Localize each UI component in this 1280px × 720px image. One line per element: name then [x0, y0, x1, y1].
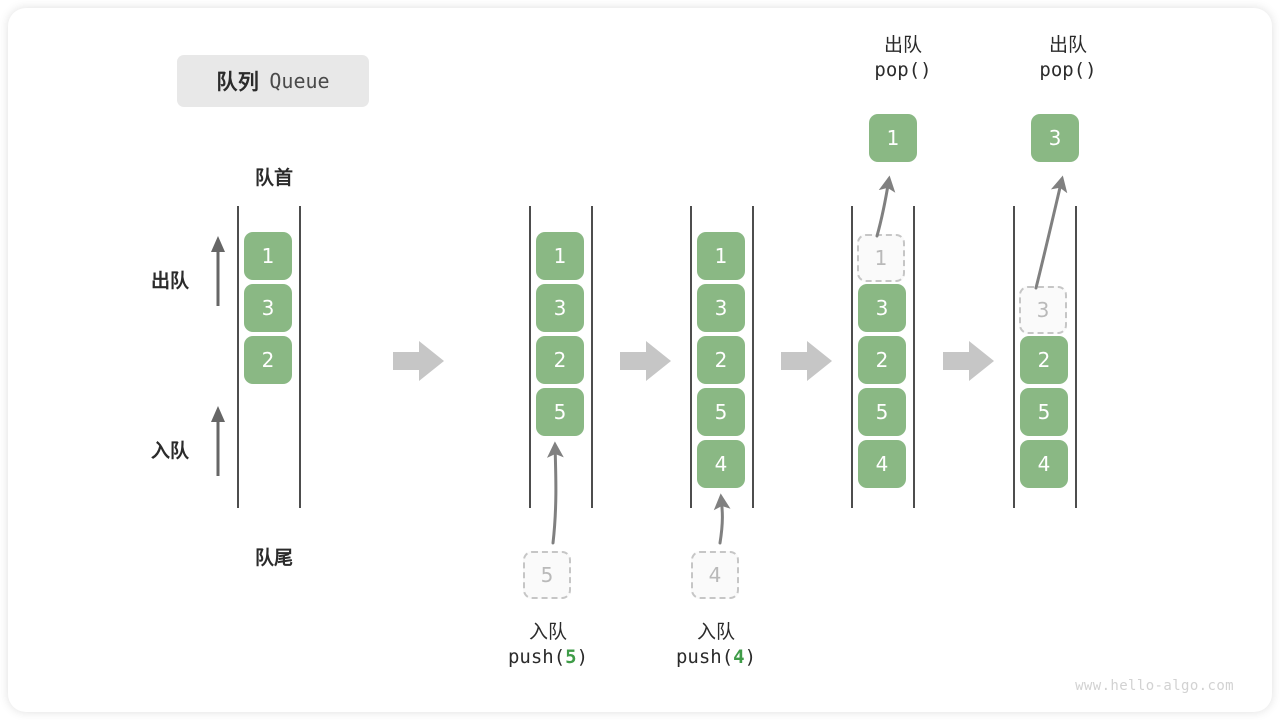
caption-code: pop(): [1039, 59, 1097, 82]
queue-item: 1: [536, 232, 584, 280]
ghost-box-push-4: 4: [691, 551, 739, 599]
queue-rail-left-5: [1013, 206, 1015, 508]
caption-code: pop(): [874, 59, 932, 82]
popped-box-3: 3: [1031, 114, 1079, 162]
queue-item: 2: [244, 336, 292, 384]
caption-pop-3: 出队 pop(): [978, 33, 1158, 83]
title-en: Queue: [269, 69, 330, 93]
queue-item: 2: [858, 336, 906, 384]
queue-item: 1: [697, 232, 745, 280]
push-4-arrow-icon: [713, 493, 731, 545]
transition-arrow-icon-1: [393, 341, 444, 381]
caption-push-4: 入队 push(4): [626, 620, 806, 670]
queue-item: 3: [858, 284, 906, 332]
ghost-box-pop-1: 1: [857, 234, 905, 282]
pop-1-arrow-icon: [875, 175, 896, 238]
queue-rail-right-2: [591, 206, 593, 508]
queue-item-new: 4: [697, 440, 745, 488]
push-5-arrow-icon: [546, 441, 564, 545]
watermark: www.hello-algo.com: [1075, 678, 1234, 694]
popped-box-1: 1: [869, 114, 917, 162]
queue-rail-left-3: [690, 206, 692, 508]
queue-rail-left-1: [237, 206, 239, 508]
transition-arrow-icon-4: [943, 341, 994, 381]
title-cn: 队列: [216, 71, 260, 94]
queue-rail-right-5: [1075, 206, 1077, 508]
caption-code-prefix: push(: [675, 646, 734, 669]
arrows-overlay: [211, 175, 1068, 545]
pop-3-arrow-icon: [1034, 175, 1068, 290]
caption-code-prefix: push(: [507, 646, 566, 669]
transition-arrow-icon-3: [781, 341, 832, 381]
caption-cn: 出队: [1048, 35, 1087, 56]
title-badge: 队列 Queue: [177, 55, 369, 107]
queue-item: 2: [536, 336, 584, 384]
caption-code: push(5): [458, 645, 638, 670]
queue-item: 3: [697, 284, 745, 332]
queue-item: 4: [858, 440, 906, 488]
caption-code-suffix: ): [744, 646, 757, 669]
queue-rail-right-4: [913, 206, 915, 508]
caption-code-arg: 4: [733, 646, 745, 669]
caption-push-5: 入队 push(5): [458, 620, 638, 670]
enqueue-side-label: 入队: [151, 441, 190, 462]
queue-head-label: 队首: [254, 168, 293, 189]
enqueue-direction-arrow-icon: [211, 406, 225, 476]
caption-cn: 入队: [528, 622, 567, 643]
caption-cn: 出队: [883, 35, 922, 56]
ghost-box-push-5: 5: [523, 551, 571, 599]
queue-item: 2: [1020, 336, 1068, 384]
queue-item: 5: [858, 388, 906, 436]
queue-tail-label: 队尾: [254, 548, 293, 569]
caption-code: push(4): [626, 645, 806, 670]
caption-code-suffix: ): [576, 646, 589, 669]
queue-rail-right-3: [752, 206, 754, 508]
dequeue-direction-arrow-icon: [211, 236, 225, 306]
dequeue-side-label: 出队: [151, 271, 190, 292]
caption-pop-1: 出队 pop(): [813, 33, 993, 83]
queue-rail-left-4: [851, 206, 853, 508]
transition-arrow-icon-2: [620, 341, 671, 381]
queue-item: 2: [697, 336, 745, 384]
caption-cn: 入队: [696, 622, 735, 643]
caption-code-arg: 5: [565, 646, 577, 669]
queue-rail-left-2: [529, 206, 531, 508]
queue-rail-right-1: [299, 206, 301, 508]
queue-item: 4: [1020, 440, 1068, 488]
queue-item: 1: [244, 232, 292, 280]
queue-item: 5: [697, 388, 745, 436]
queue-item: 3: [244, 284, 292, 332]
diagram-card: 队列 Queue 队首 队尾 出队 入队 1 3 2 1 3 2 5 5 入队 …: [8, 8, 1272, 712]
queue-item-new: 5: [536, 388, 584, 436]
ghost-box-pop-3: 3: [1019, 286, 1067, 334]
queue-item: 5: [1020, 388, 1068, 436]
queue-item: 3: [536, 284, 584, 332]
